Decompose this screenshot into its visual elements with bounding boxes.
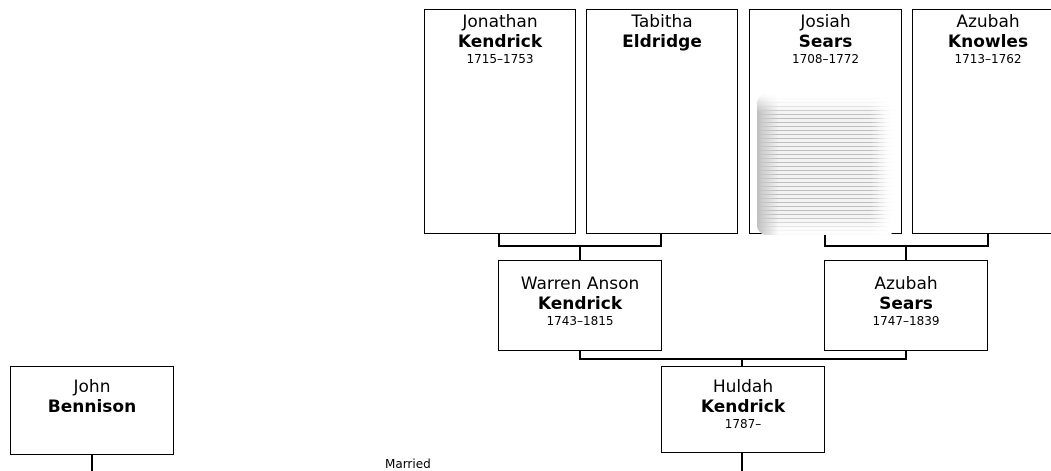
surname: Kendrick <box>537 293 623 314</box>
connector-line <box>91 454 93 471</box>
connector-line <box>905 350 907 360</box>
person-box-azubah-sears[interactable]: Azubah Sears 1747–1839 <box>824 260 988 351</box>
given-name: Huldah <box>712 377 774 397</box>
surname: Sears <box>798 31 853 52</box>
connector-line <box>741 359 743 366</box>
connector-line <box>741 452 743 471</box>
surname: Eldridge <box>622 31 702 52</box>
surname: Kendrick <box>700 396 786 417</box>
given-name: Warren Anson <box>520 274 640 294</box>
connector-line <box>579 246 581 261</box>
document-photo[interactable] <box>757 94 896 235</box>
given-name: Tabitha <box>631 12 693 32</box>
married-label: Married <box>385 457 431 471</box>
person-box-huldah-kendrick[interactable]: Huldah Kendrick 1787– <box>661 366 825 453</box>
given-name: Jonathan <box>462 12 538 32</box>
person-box-josiah-sears[interactable]: Josiah Sears 1708–1772 <box>749 9 902 235</box>
given-name: Azubah <box>956 12 1020 32</box>
person-box-tabitha-eldridge[interactable]: Tabitha Eldridge <box>586 9 738 234</box>
connector-line <box>905 246 907 261</box>
life-dates: 1713–1762 <box>954 52 1022 67</box>
surname: Sears <box>879 293 933 314</box>
life-dates: 1787– <box>724 417 762 432</box>
surname: Kendrick <box>457 31 543 52</box>
surname: Bennison <box>47 396 137 417</box>
person-box-john-bennison[interactable]: John Bennison <box>10 366 174 455</box>
connector-line <box>987 233 989 246</box>
connector-line <box>824 233 826 246</box>
connector-line <box>660 233 662 246</box>
life-dates: 1743–1815 <box>546 314 614 329</box>
given-name: Azubah <box>874 274 938 294</box>
given-name: Josiah <box>800 12 851 32</box>
life-dates: 1747–1839 <box>872 314 940 329</box>
connector-line <box>579 358 907 360</box>
person-box-warren-anson-kendrick[interactable]: Warren Anson Kendrick 1743–1815 <box>498 260 662 351</box>
surname: Knowles <box>947 31 1029 52</box>
person-box-azubah-knowles[interactable]: Azubah Knowles 1713–1762 <box>912 9 1051 234</box>
person-box-jonathan-kendrick[interactable]: Jonathan Kendrick 1715–1753 <box>424 9 576 234</box>
life-dates: 1708–1772 <box>791 52 860 67</box>
connector-line <box>579 350 581 360</box>
given-name: John <box>73 377 111 397</box>
connector-line <box>498 233 500 246</box>
life-dates: 1715–1753 <box>466 52 534 67</box>
